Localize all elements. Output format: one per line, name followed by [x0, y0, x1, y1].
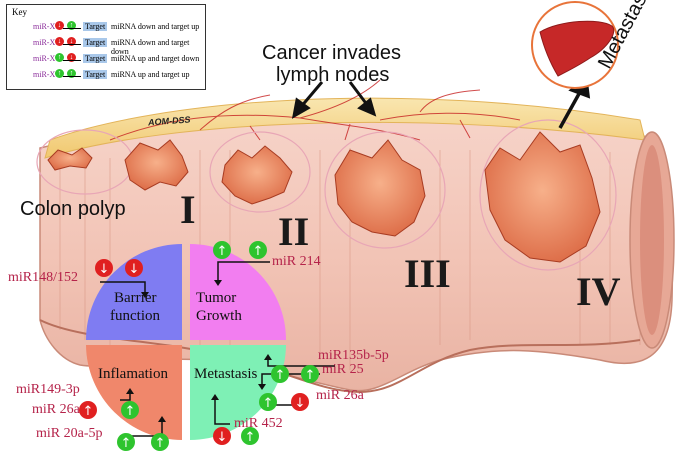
mirna-label-149: miR149-3p [16, 382, 80, 397]
mirna-label-214: miR 214 [272, 254, 321, 269]
tumors [47, 131, 601, 263]
down-dot: ↓ [95, 259, 113, 277]
key-target-label: Target [83, 38, 108, 47]
mirna-label-26a-right: miR 26a [316, 388, 364, 403]
svg-text:↓: ↓ [99, 262, 110, 277]
key-description: miRNA up and target down [111, 54, 200, 63]
key-row: miR-X ↑ ↑ Target miRNA up and target up [7, 69, 205, 83]
svg-text:↑: ↑ [245, 430, 256, 445]
tumor-label: Tumor [196, 290, 237, 306]
svg-text:↑: ↑ [121, 436, 132, 451]
key-target-label: Target [83, 54, 108, 63]
down-dot-icon: ↓ [67, 37, 76, 46]
down-dot: ↓ [125, 259, 143, 277]
up-dot: ↑ [213, 241, 231, 259]
svg-text:↓: ↓ [295, 396, 306, 411]
blood-vessels [109, 79, 521, 141]
key-row: miR-X ↓ ↓ Target miRNA down and target d… [7, 37, 205, 56]
svg-text:↑: ↑ [253, 244, 264, 259]
key-description: miRNA up and target up [111, 70, 190, 79]
key-description: miRNA down and target up [111, 22, 200, 31]
inflammation-label: Inflamation [98, 366, 168, 382]
svg-text:↑: ↑ [305, 368, 316, 383]
down-dot-icon: ↓ [55, 21, 64, 30]
up-dot-icon: ↑ [67, 69, 76, 78]
down-dot: ↓ [213, 427, 231, 445]
mirna-label-148-152: miR148/152 [8, 270, 79, 285]
key-description: miRNA down and target down [111, 38, 190, 56]
svg-text:↑: ↑ [155, 436, 166, 451]
quadrant-inflammation [86, 345, 182, 440]
up-dot: ↑ [271, 365, 289, 383]
colon-polyp-label: Colon polyp [20, 198, 126, 220]
metastasis-function-label: Metastasis [194, 366, 258, 382]
up-dot: ↑ [301, 365, 319, 383]
mirna-label-26a-left: miR 26a [32, 402, 80, 417]
key-mirna-label: miR-X [33, 70, 56, 79]
down-dot: ↓ [291, 393, 309, 411]
lymph-arrows [291, 81, 377, 119]
up-dot: ↑ [121, 401, 139, 419]
key-title: Key [12, 7, 27, 17]
function-label: function [110, 308, 160, 324]
stage-4-label: IV [576, 269, 621, 314]
up-dot: ↑ [117, 433, 135, 451]
liver-icon [539, 20, 615, 77]
up-dot-icon: ↑ [55, 69, 64, 78]
mirna-label-452: miR 452 [234, 416, 283, 431]
svg-text:↑: ↑ [275, 368, 286, 383]
svg-text:↑: ↑ [83, 404, 94, 419]
svg-text:↑: ↑ [125, 404, 136, 419]
key-arrow [63, 76, 81, 77]
connector-arrowheads [126, 280, 272, 422]
up-dot: ↑ [259, 393, 277, 411]
down-dot: ↑ [79, 401, 97, 419]
up-dot: ↑ [249, 241, 267, 259]
quadrant-tumor [190, 244, 286, 340]
key-arrow [63, 28, 81, 29]
up-dot: ↑ [241, 427, 259, 445]
down-dot-icon: ↓ [67, 53, 76, 62]
cancer-invades-label: Cancer invades [262, 42, 401, 64]
down-dot-icon: ↓ [55, 37, 64, 46]
mirna-label-135b: miR135b-5p [318, 348, 389, 363]
key-target-label: Target [83, 70, 108, 79]
svg-text:↓: ↓ [129, 262, 140, 277]
key-legend: Key miR-X ↓ ↑ Target miRNA down and targ… [6, 4, 206, 90]
key-arrow [63, 44, 81, 45]
function-pie [86, 244, 286, 440]
key-row: miR-X ↓ ↑ Target miRNA down and target u… [7, 21, 205, 35]
mirna-label-25: miR 25 [322, 362, 364, 377]
stage-2-label: II [278, 209, 310, 254]
mirna-label-20a: miR 20a-5p [36, 426, 103, 441]
key-row: miR-X ↑ ↓ Target miRNA up and target dow… [7, 53, 205, 67]
status-dots: ↓ ↓ ↑ ↑ ↑ ↑ ↑ ↓ ↓ ↑ ↑ ↑ ↑ ↑ [79, 241, 319, 451]
quadrant-metastasis [190, 345, 286, 440]
key-mirna-label: miR-X [33, 22, 56, 31]
svg-text:↓: ↓ [217, 430, 228, 445]
up-dot: ↑ [151, 433, 169, 451]
up-dot-icon: ↑ [67, 21, 76, 30]
stage-1-label: I [180, 187, 196, 232]
key-arrow [63, 60, 81, 61]
key-target-label: Target [83, 22, 108, 31]
key-mirna-label: miR-X [33, 54, 56, 63]
svg-text:↑: ↑ [263, 396, 274, 411]
key-mirna-label: miR-X [33, 38, 56, 47]
colon-lower-fold [39, 319, 641, 394]
growth-label: Growth [196, 308, 242, 324]
barrier-label: Barrier [114, 290, 157, 306]
up-dot-icon: ↑ [55, 53, 64, 62]
quadrant-barrier [86, 244, 182, 340]
svg-text:↑: ↑ [217, 244, 228, 259]
lymph-nodes-label: lymph nodes [276, 64, 390, 86]
stage-3-label: III [404, 251, 451, 296]
